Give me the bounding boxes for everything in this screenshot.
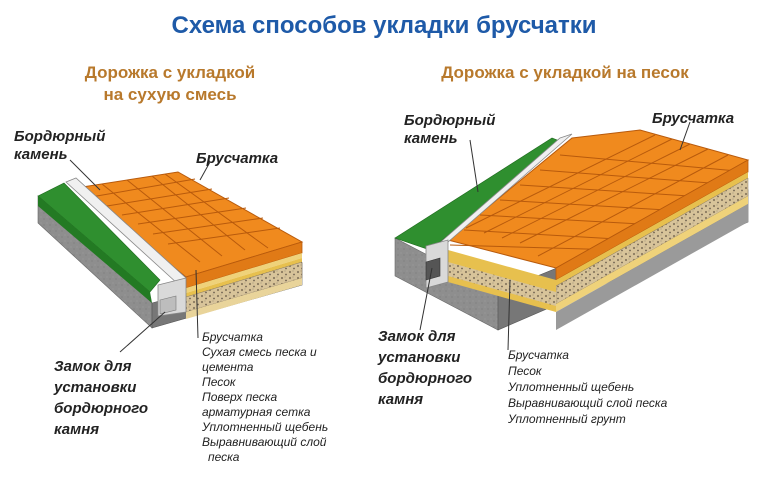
right-leveling-layer [556,196,748,312]
right-layer-item: Уплотненный грунт [508,412,626,426]
left-layer-item: Уплотненный щебень [202,420,329,434]
left-layer-item: Выравнивающий слой [202,435,327,449]
left-curb-lock [159,295,177,315]
left-path-diagram [37,171,304,329]
left-heading-line2: на сухую смесь [103,85,237,104]
right-sand-layer [556,172,748,286]
right-side-gravel [448,262,556,306]
leader-lines [69,121,691,353]
left-lock-label-line2: установки [54,379,137,396]
left-curb-label: Бордюрный камень [14,128,105,164]
left-layer-item: Сухая смесь песка и [202,345,317,359]
left-layer-item: песка [208,450,240,464]
right-lock-label: Замок для установки бордюрного камня [378,326,472,410]
left-paver-grid [90,173,281,263]
left-curb-leader [69,159,101,191]
left-heading-line1: Дорожка с укладкой [84,63,256,82]
left-lock-leader [119,311,166,353]
left-pavers-label: Брусчатка [196,150,279,167]
right-path-diagram [394,129,750,331]
left-layer-item: Брусчатка [202,330,263,344]
left-heading: Дорожка с укладкой на сухую смесь [40,62,300,106]
right-pavers-label: Брусчатка [652,110,735,127]
left-layer-item: цемента [202,360,254,374]
right-lock-label-line2: установки [378,349,461,366]
left-lock-label-line3: бордюрного [54,400,149,417]
right-lock-leader [419,267,433,331]
right-layer-item: Песок [508,364,542,378]
right-curb-label-line2: камень [404,130,458,147]
right-lock-label-line3: бордюрного [378,370,473,387]
right-layer-item: Уплотненный щебень [508,380,635,394]
left-layer-item: Песок [202,375,236,389]
right-lock-label-line1: Замок для [378,328,456,345]
left-sand-layer [186,258,302,297]
right-layer-item: Выравнивающий слой песка [508,396,668,410]
right-subsoil-layer [556,204,748,330]
right-lock-label-line4: камня [378,391,424,408]
right-layers-leader [507,279,511,351]
left-curb-label-line1: Бордюрный [14,128,106,145]
left-layer-item: Поверх песка [202,390,278,404]
left-layer-item: арматурная сетка [202,405,311,419]
right-heading: Дорожка с укладкой на песок [441,63,689,82]
right-curb-label: Бордюрный камень [404,112,495,148]
left-pavers-leader [199,161,211,181]
left-leveling-layer [186,278,302,319]
right-pavers-leader [679,121,691,151]
left-lock-label-line1: Замок для [54,358,132,375]
left-mix-layer [186,253,302,293]
left-layers-list: Брусчатка Сухая смесь песка и цемента Пе… [202,330,328,465]
right-curb-lock [425,257,441,281]
right-layer-item: Брусчатка [508,348,569,362]
left-lock-label: Замок для установки бордюрного камня [54,356,148,440]
left-lock-label-line4: камня [54,421,100,438]
right-curb-label-line1: Бордюрный [404,112,496,129]
left-curb-label-line2: камень [14,146,68,163]
right-layers-list: Брусчатка Песок Уплотненный щебень Вырав… [508,347,667,427]
left-layers-leader [195,269,199,339]
right-curb-leader [469,139,479,193]
left-grass-front [38,196,152,303]
page-title: Схема способов укладки брусчатки [171,12,597,39]
